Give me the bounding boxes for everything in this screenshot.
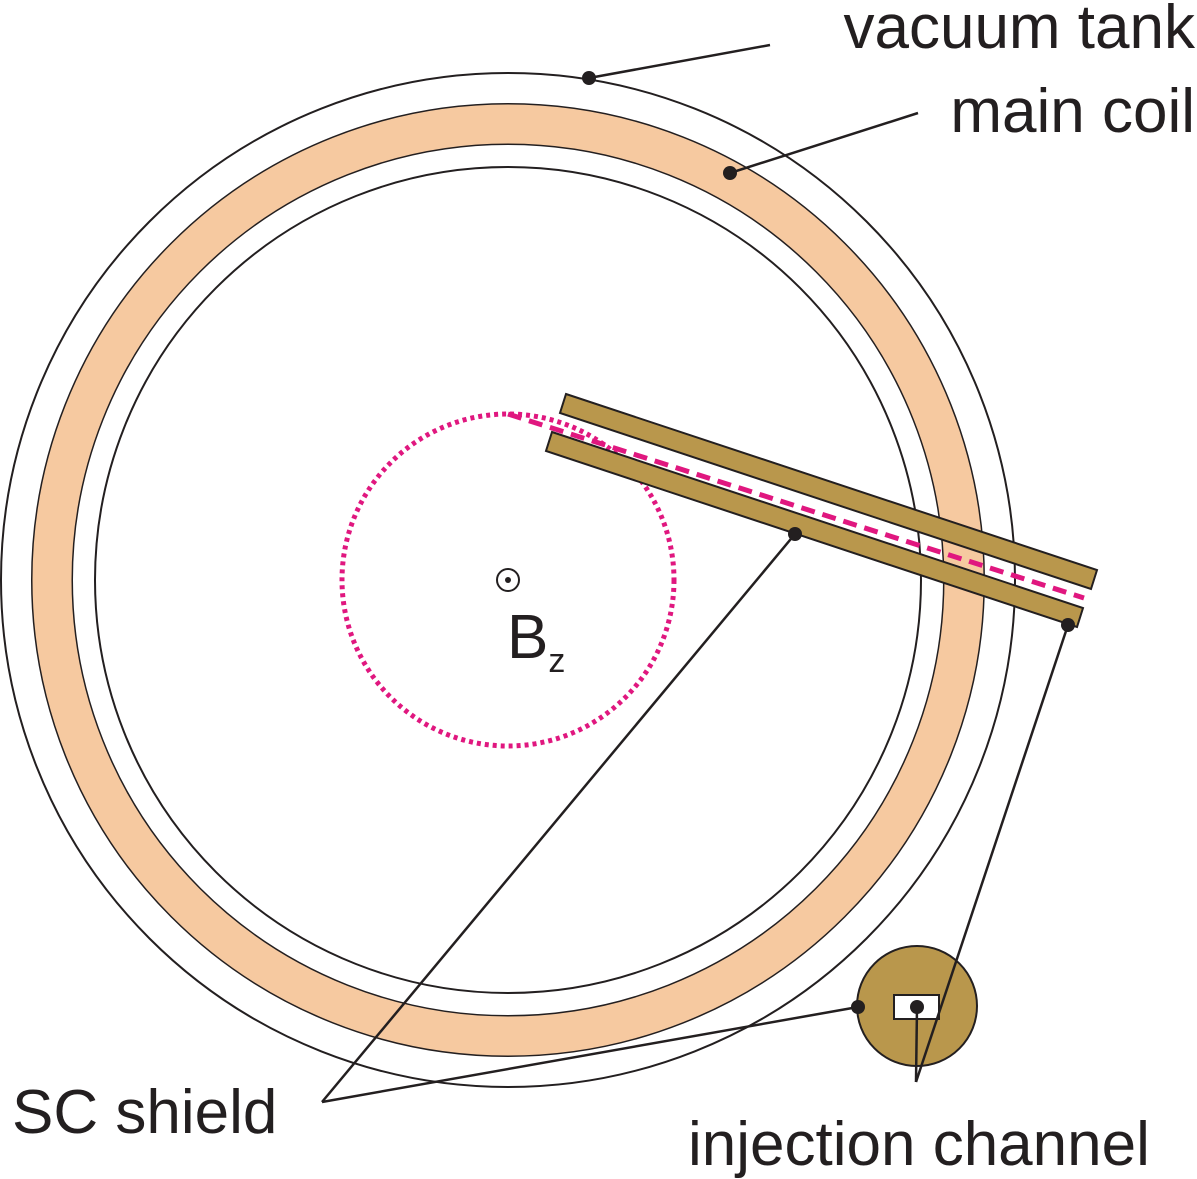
inner-boundary-circle: [94, 166, 922, 994]
leader-injection-b: [914, 624, 1070, 1083]
field-label: Bz: [507, 603, 565, 680]
leader-lines: [321, 43, 1070, 1104]
leader-main-coil: [729, 111, 919, 175]
main-coil-label: main coil: [950, 77, 1195, 146]
leader-dot-sc-shield-disc: [851, 1000, 865, 1014]
leader-dot-injection-bar: [1061, 618, 1075, 632]
leader-dots: [582, 71, 1075, 1014]
dot-in-circle-icon: [496, 568, 520, 592]
injection-channel-label: injection channel: [688, 1110, 1150, 1179]
beam-orbit: [339, 411, 677, 749]
injection-beam-path: [507, 411, 1085, 601]
leader-sc-shield-a: [321, 533, 796, 1103]
sc-shield-upper-bar: [558, 392, 1099, 591]
sc-shield-lower-bar: [544, 430, 1085, 629]
leader-sc-shield-b: [321, 1005, 859, 1104]
vacuum-tank-outline: [0, 72, 1016, 1088]
leader-dot-sc-shield-bar: [788, 527, 802, 541]
leader-dot-injection-aperture: [910, 1000, 924, 1014]
sc-shield-channel: [507, 392, 1099, 629]
field-symbol: B: [507, 603, 548, 672]
leader-dot-main-coil: [723, 166, 737, 180]
field-subscript: z: [548, 642, 565, 680]
leader-injection-a: [914, 1006, 919, 1083]
sc-shield-label: SC shield: [12, 1078, 277, 1147]
leader-vacuum-tank: [588, 43, 771, 80]
leader-dot-vacuum-tank: [582, 71, 596, 85]
vacuum-tank-label: vacuum tank: [843, 0, 1196, 62]
